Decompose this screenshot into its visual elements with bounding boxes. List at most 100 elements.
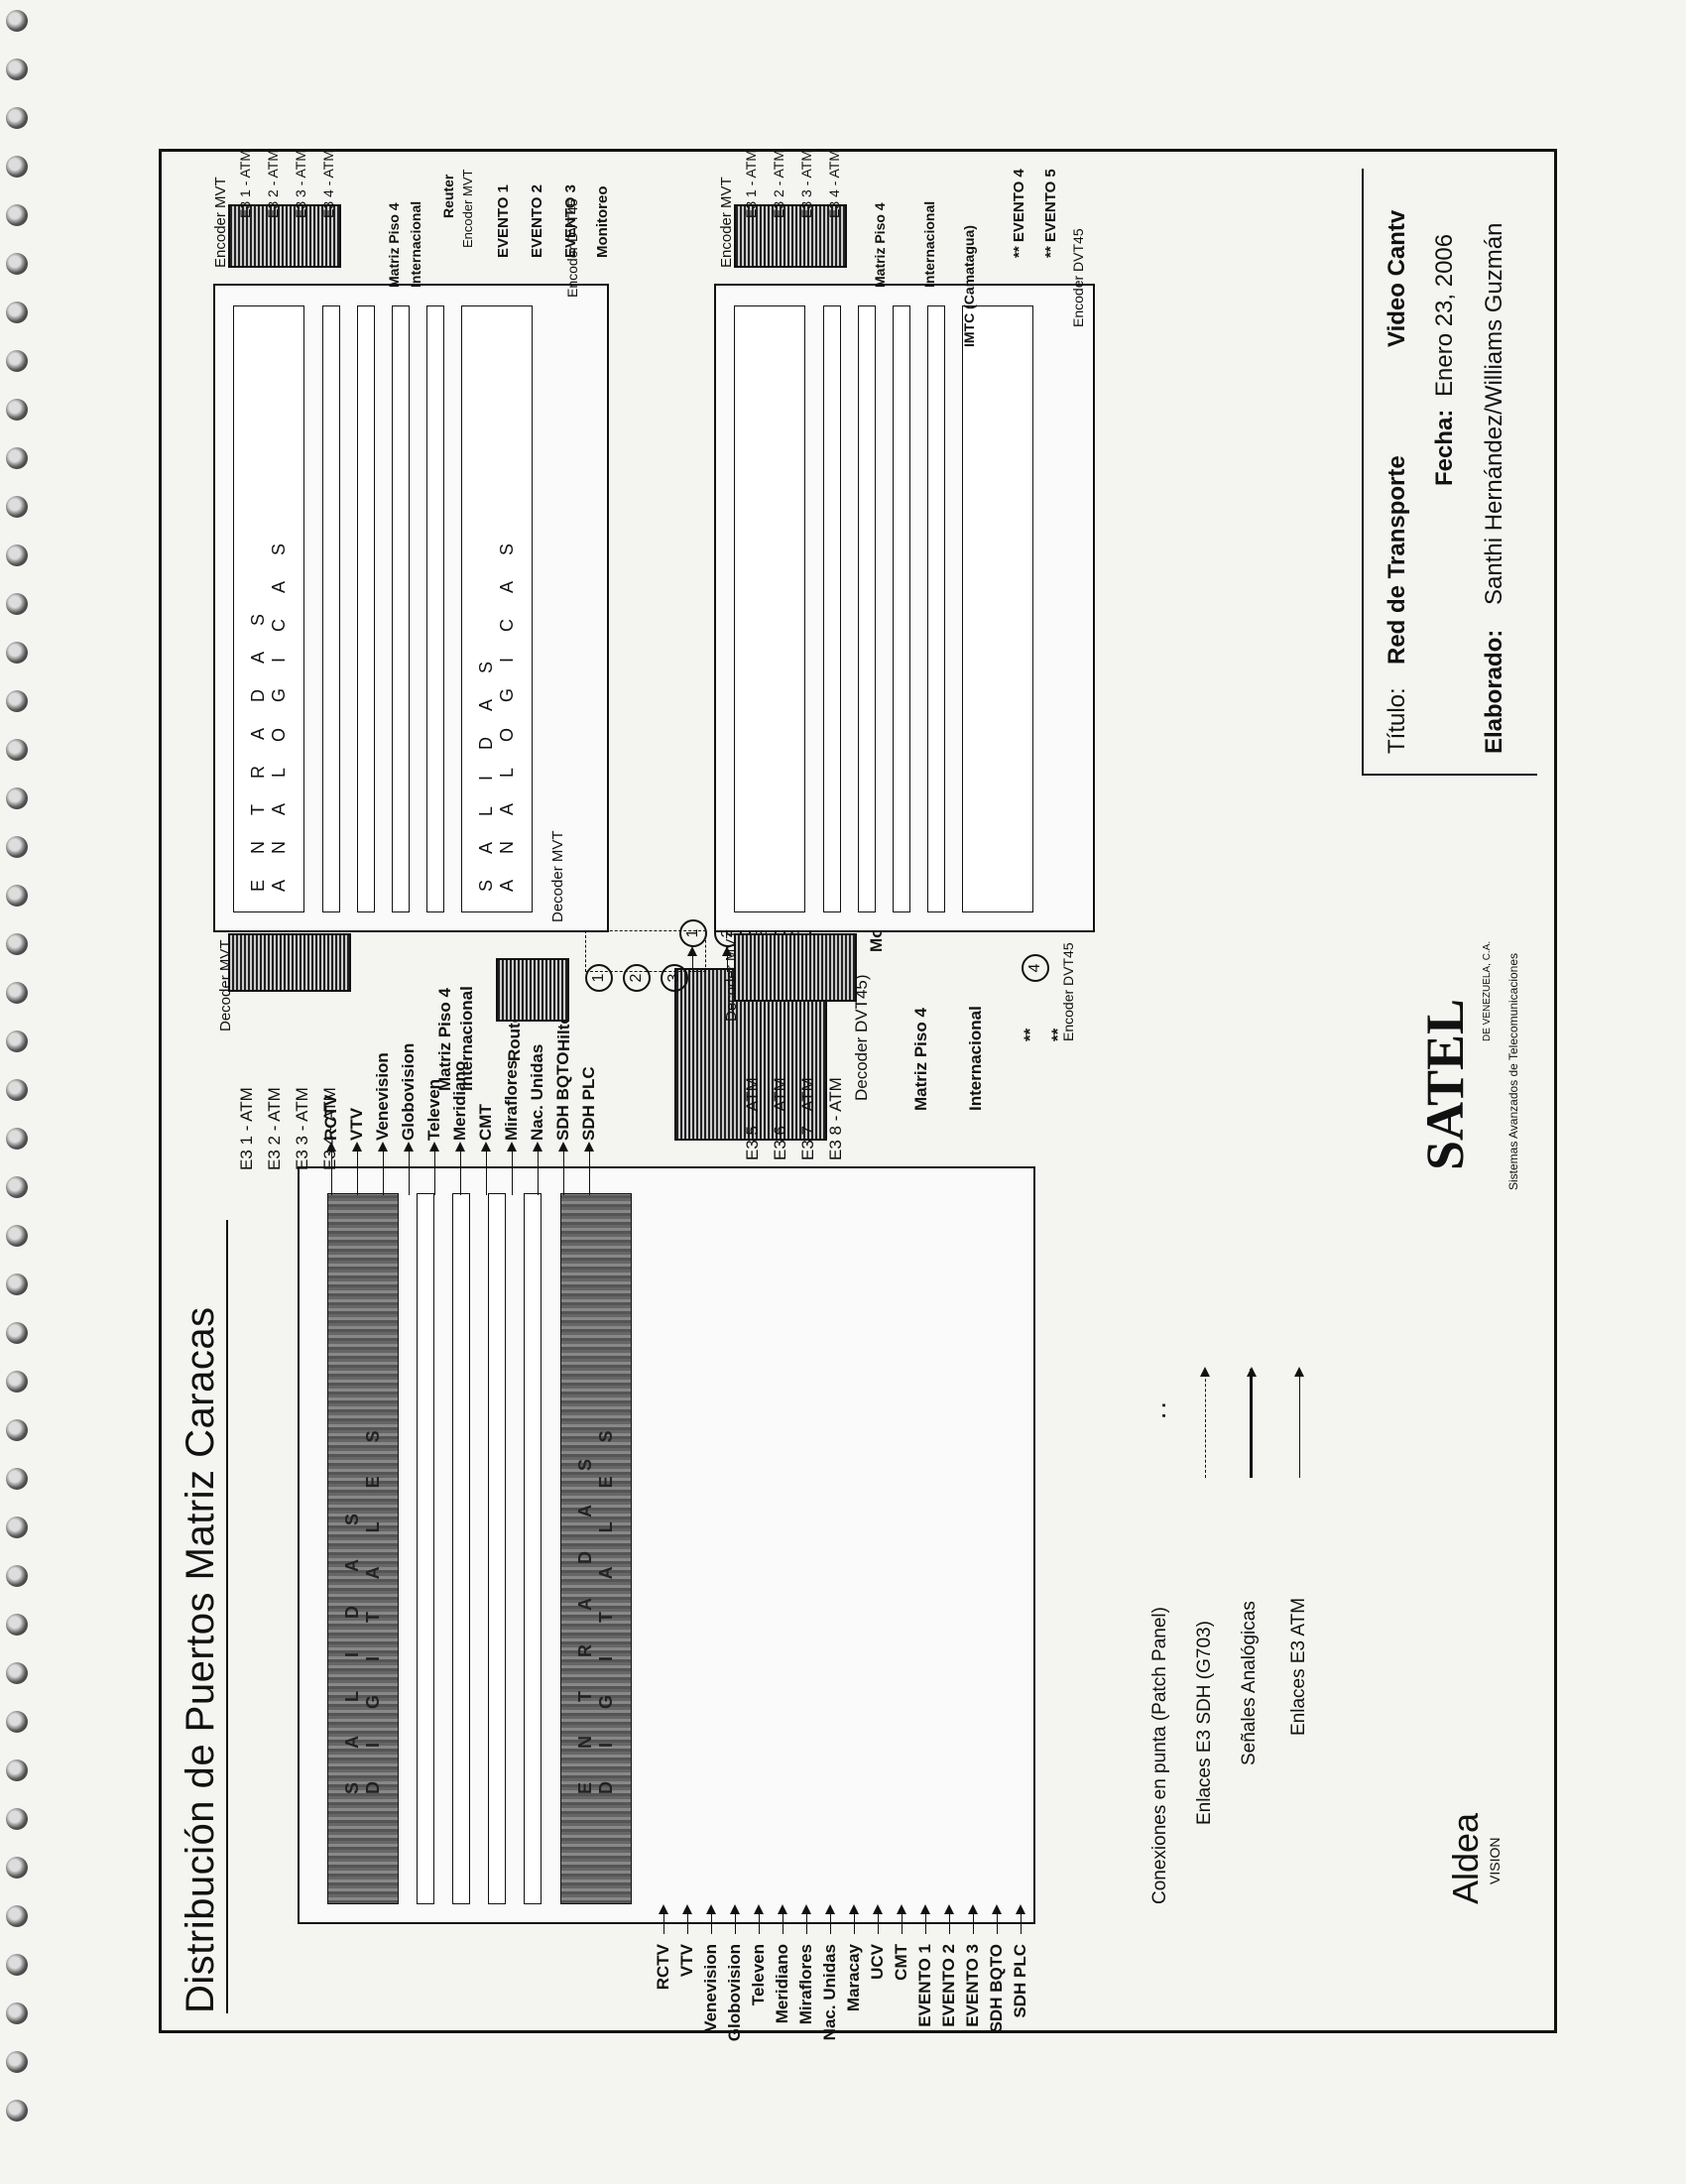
left-input-label: EVENTO 3 (963, 1944, 982, 2027)
binding-hole (6, 496, 28, 518)
strip-label: SALIDAS DIGITALES (342, 1396, 383, 1794)
binding-hole (6, 885, 28, 907)
strip-lower-3 (893, 305, 910, 912)
left-input-arrow (806, 1906, 807, 1934)
left-input-label: VTV (677, 1944, 696, 1978)
left-output-label: Miraflores (502, 1059, 521, 1141)
left-input-label: Globovision (725, 1944, 744, 2042)
binding-hole (6, 1079, 28, 1101)
binding-hole (6, 156, 28, 178)
lower-decoder-input: E3 6 - ATM (771, 1077, 789, 1160)
upper-matriz-in: Matriz Piso 4 (435, 988, 454, 1091)
patch-link-box (585, 930, 706, 972)
strip-salidas-digitales: SALIDAS DIGITALES (327, 1193, 399, 1904)
left-input-label: CMT (892, 1944, 910, 1981)
legend-arrow-sdh (1205, 1369, 1206, 1478)
satel-logo-text: SATEL (1415, 998, 1475, 1170)
left-input-arrow (902, 1906, 903, 1934)
strip-blank-3 (488, 1193, 506, 1904)
decoder-mvt2-box (496, 958, 569, 1022)
lower-internacional-in: Internacional (966, 1006, 985, 1111)
left-input-arrow (949, 1906, 950, 1934)
upper-matriz-out: Matriz Piso 4 (386, 202, 402, 288)
fecha-value: Enero 23, 2006 (1431, 233, 1458, 397)
left-output-label: Venevision (373, 1052, 392, 1141)
binding-hole (6, 1954, 28, 1976)
binding-hole (6, 1759, 28, 1781)
binding-hole (6, 399, 28, 421)
diagram-sheet: Distribución de Puertos Matriz Caracas S… (159, 149, 1557, 2041)
binding-hole (6, 204, 28, 226)
upper-matriz-out: Internacional (408, 200, 423, 288)
left-input-label: SDH PLC (1011, 1944, 1029, 2018)
upper-decoder-input: E3 3 - ATM (293, 1087, 311, 1170)
aldea-logo-text: Aldea (1445, 1812, 1486, 1904)
client-name: Video Cantv (1384, 209, 1410, 347)
digital-matrix-rack (298, 1166, 1035, 1924)
binding-hole (6, 2100, 28, 2122)
lower-encoder-dvt-in: Encoder DVT45 (1060, 942, 1076, 1041)
legend-arrow-analog (1250, 1369, 1253, 1478)
strip-entradas-digitales: ENTRADAS DIGITALES (560, 1193, 632, 1904)
left-output-arrow (486, 1144, 487, 1195)
strip-blank-1 (417, 1193, 434, 1904)
binding-hole (6, 933, 28, 955)
left-output-arrow (409, 1144, 410, 1195)
binding-hole (6, 982, 28, 1004)
legend-dots: . . (1149, 1402, 1170, 1418)
left-output-arrow (563, 1144, 564, 1195)
left-input-label: Nac. Unidas (820, 1944, 839, 2041)
binding-hole (6, 447, 28, 469)
left-output-label: SDH BQTO (553, 1051, 572, 1141)
lower-matriz-out: Matriz Piso 4 (872, 202, 888, 288)
binding-hole (6, 59, 28, 80)
left-output-arrow (538, 1144, 539, 1195)
left-output-label: Globovision (399, 1042, 418, 1141)
strip-lower-4 (927, 305, 945, 912)
left-output-arrow (512, 1144, 513, 1195)
left-output-arrow (383, 1144, 384, 1195)
binding-hole (6, 1225, 28, 1247)
binding-hole (6, 1176, 28, 1198)
encoder-mvt2-label: Encoder MVT (460, 169, 475, 248)
left-input-arrow (687, 1906, 688, 1934)
upper-encoder-output: E3 4 - ATM (320, 150, 336, 218)
strip-entradas-analogicas: ENTRADAS ANALOGICAS (233, 305, 304, 912)
left-output-arrow (589, 1144, 590, 1195)
binding-hole (6, 739, 28, 761)
upper-encoder-output: E3 1 - ATM (237, 150, 253, 218)
left-input-label: Miraflores (796, 1944, 815, 2025)
legend-arrow-atm (1299, 1369, 1300, 1478)
binding-hole (6, 2002, 28, 2024)
binding-hole (6, 10, 28, 32)
upper-encoder-output: E3 3 - ATM (293, 150, 308, 218)
lower-evento: ** EVENTO 4 (1011, 169, 1027, 258)
binding-hole (6, 545, 28, 566)
left-input-label: EVENTO 2 (939, 1944, 958, 2027)
elaborado-label: Elaborado: (1481, 629, 1507, 754)
binding-hole (6, 1614, 28, 1636)
legend-item-sdh: Enlaces E3 SDH (G703) (1194, 1621, 1215, 1825)
upper-decoder-input: E3 1 - ATM (237, 1087, 256, 1170)
lower-circle: 4 (1022, 954, 1049, 982)
left-input-arrow (1021, 1906, 1022, 1934)
lower-matriz-in: Matriz Piso 4 (911, 1008, 930, 1111)
left-output-label: CMT (476, 1104, 495, 1141)
lower-encoder-output: E3 2 - ATM (771, 150, 786, 218)
strip-label: SALIDAS ANALOGICAS (476, 517, 517, 892)
title-underline (226, 1220, 228, 2013)
left-input-label: UCV (868, 1944, 887, 1980)
left-output-label: SDH PLC (579, 1066, 598, 1141)
lower-encoder-output: E3 1 - ATM (743, 150, 759, 218)
left-input-label: Venevision (701, 1944, 720, 2032)
strip-blank-2 (452, 1193, 470, 1904)
binding-holes (6, 0, 36, 2184)
lower-star: ** (1021, 1028, 1039, 1041)
lower-decoder-input: E3 8 - ATM (826, 1077, 845, 1160)
left-input-arrow (854, 1906, 855, 1934)
satel-logo-sub: Sistemas Avanzados de Telecomunicaciones (1506, 952, 1520, 1190)
left-input-arrow (735, 1906, 736, 1934)
binding-hole (6, 1857, 28, 1879)
left-input-label: Meridiano (773, 1944, 791, 2024)
legend-item-atm: Enlaces E3 ATM (1288, 1597, 1309, 1736)
